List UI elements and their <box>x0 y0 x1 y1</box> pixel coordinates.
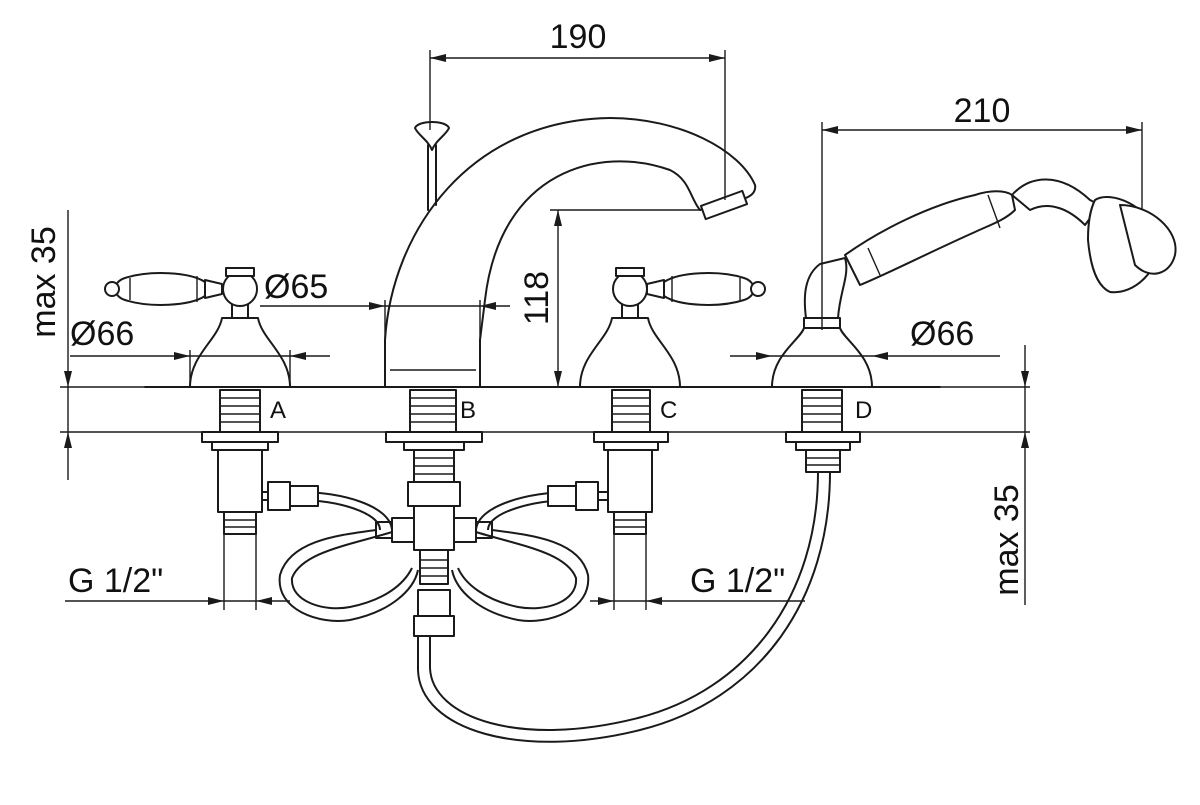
deck <box>60 386 1030 433</box>
valve-bodies <box>217 449 841 535</box>
hoses <box>262 471 831 743</box>
dim-max35-left <box>64 210 72 480</box>
dim-g12-right <box>590 534 805 610</box>
dim-66-right <box>730 352 1000 360</box>
dim-max35-right-label: max 35 <box>988 484 1026 596</box>
dim-190 <box>429 50 726 200</box>
hand-shower <box>844 178 1177 294</box>
dim-max35-left-label: max 35 <box>25 226 63 338</box>
handle-c <box>579 267 766 388</box>
dim-190-label: 190 <box>550 18 607 56</box>
label-b: B <box>460 397 476 424</box>
dim-65-label: Ø65 <box>264 268 328 306</box>
manifold <box>375 481 493 637</box>
lock-nuts <box>201 431 861 451</box>
thread-right-label: G 1/2" <box>690 562 785 600</box>
dim-66-left <box>70 350 330 387</box>
dim-g12-left <box>65 534 290 610</box>
handle-a <box>104 267 291 388</box>
dim-66-right-label: Ø66 <box>910 315 974 353</box>
spout <box>384 117 757 388</box>
label-c: C <box>660 397 677 424</box>
dim-118-label: 118 <box>518 271 556 325</box>
dim-max35-right <box>1021 345 1029 605</box>
label-a: A <box>270 397 286 424</box>
dim-118 <box>550 209 700 387</box>
shanks <box>219 389 843 433</box>
dim-210-label: 210 <box>954 92 1011 130</box>
dim-65 <box>260 300 510 387</box>
dim-66-left-label: Ø66 <box>70 315 134 353</box>
thread-left-label: G 1/2" <box>68 562 163 600</box>
label-d: D <box>855 397 872 424</box>
dim-210 <box>821 122 1143 330</box>
